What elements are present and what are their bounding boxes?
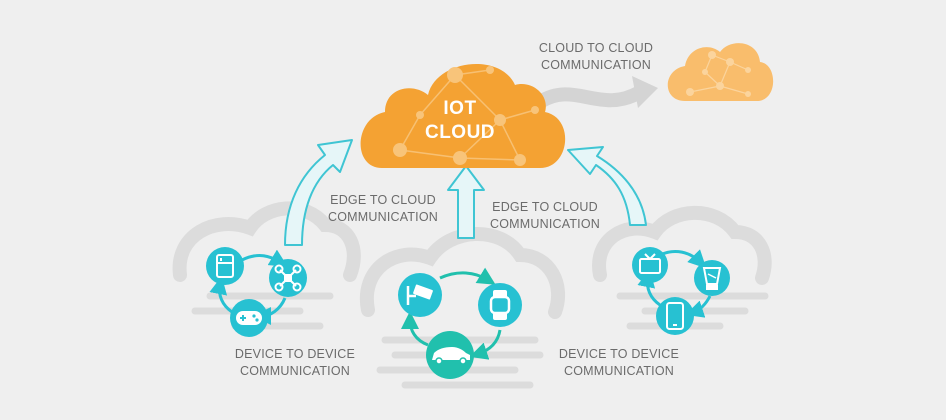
blender-icon bbox=[694, 260, 730, 296]
cloud-to-cloud-label: CLOUD TO CLOUD COMMUNICATION bbox=[526, 40, 666, 74]
edge-to-cloud-center-line2: COMMUNICATION bbox=[490, 217, 600, 231]
smartphone-icon bbox=[656, 297, 694, 335]
edge-arrow-center bbox=[447, 165, 485, 239]
security-camera-icon bbox=[398, 273, 442, 317]
car-icon bbox=[426, 331, 474, 379]
drone-icon bbox=[269, 259, 307, 297]
edge-arrow-right bbox=[567, 146, 647, 226]
secondary-cloud bbox=[667, 43, 774, 101]
cloud-to-cloud-arrowhead bbox=[632, 76, 658, 108]
edge-to-cloud-left-line2: COMMUNICATION bbox=[328, 210, 438, 224]
device-to-device-left-line1: DEVICE TO DEVICE bbox=[234, 347, 356, 361]
device-to-device-label-left: DEVICE TO DEVICE COMMUNICATION bbox=[225, 346, 365, 380]
tv-icon bbox=[632, 247, 668, 283]
iot-cloud-label-line2: CLOUD bbox=[424, 122, 496, 143]
gamepad-icon bbox=[230, 299, 268, 337]
smartwatch-icon bbox=[478, 283, 522, 327]
fridge-icon bbox=[206, 247, 244, 285]
edge-to-cloud-label-left: EDGE TO CLOUD COMMUNICATION bbox=[318, 192, 448, 226]
device-to-device-left-line2: COMMUNICATION bbox=[240, 364, 350, 378]
cloud-to-cloud-arrow bbox=[533, 85, 647, 109]
grey-cloud-left bbox=[172, 201, 361, 282]
grey-cloud-right bbox=[592, 205, 772, 285]
edge-to-cloud-left-line1: EDGE TO CLOUD bbox=[330, 193, 436, 207]
iot-cloud bbox=[360, 64, 566, 168]
device-group-left bbox=[206, 247, 307, 337]
device-group-center bbox=[398, 267, 522, 379]
device-to-device-label-right: DEVICE TO DEVICE COMMUNICATION bbox=[549, 346, 689, 380]
cloud-to-cloud-label-line1: CLOUD TO CLOUD bbox=[538, 41, 654, 55]
edge-to-cloud-center-line1: EDGE TO CLOUD bbox=[492, 200, 598, 214]
device-to-device-right-line1: DEVICE TO DEVICE bbox=[558, 347, 680, 361]
edge-to-cloud-label-center: EDGE TO CLOUD COMMUNICATION bbox=[480, 199, 610, 233]
edge-arrow-left bbox=[284, 139, 353, 246]
device-group-right bbox=[632, 247, 730, 335]
iot-cloud-label: IOT CLOUD bbox=[420, 97, 500, 145]
device-to-device-right-line2: COMMUNICATION bbox=[564, 364, 674, 378]
iot-cloud-label-line1: IOT bbox=[443, 98, 477, 119]
cloud-to-cloud-label-line2: COMMUNICATION bbox=[541, 58, 651, 72]
